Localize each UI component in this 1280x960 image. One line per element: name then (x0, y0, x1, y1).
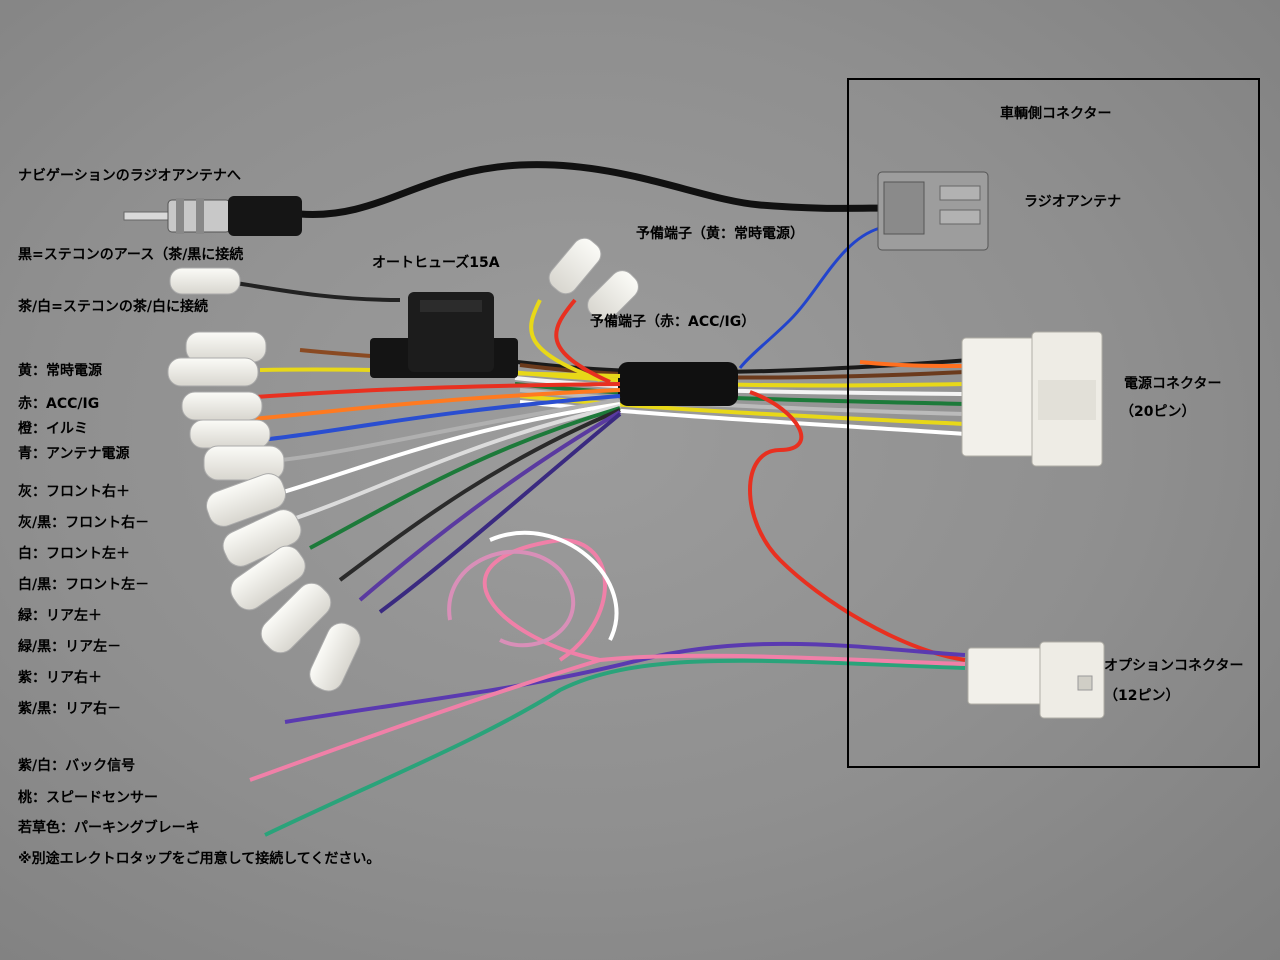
label-pink: 桃：スピードセンサー (18, 790, 158, 806)
fuse-holder (370, 292, 518, 378)
tape-wrap (618, 362, 738, 406)
option-connector (967, 641, 1105, 719)
label-power-pins: （20ピン） (1120, 404, 1196, 420)
label-navi-antenna: ナビゲーションのラジオアンテナへ (18, 168, 241, 184)
terminal-caps (167, 267, 361, 692)
label-radio-antenna: ラジオアンテナ (1024, 194, 1122, 210)
left-wires (229, 280, 622, 614)
antenna-cable (299, 161, 891, 218)
label-note: ※別途エレクトロタップをご用意して接続してください。 (18, 851, 381, 867)
vehicle-side-box (847, 78, 1260, 768)
label-brown-white: 茶/白=ステコンの茶/白に接続 (18, 299, 208, 315)
antenna-plug (123, 196, 302, 236)
label-light-green: 若草色：パーキングブレーキ (18, 820, 200, 836)
label-orange: 橙：イルミ (18, 421, 88, 437)
label-purple: 紫：リア右＋ (18, 670, 102, 686)
label-spare-yellow: 予備端子（黄：常時電源） (636, 226, 804, 242)
label-green-black: 緑/黒：リア左－ (18, 639, 122, 655)
blue-wire-to-antenna (738, 226, 881, 369)
label-red: 赤：ACC/IG (18, 396, 100, 412)
label-purple-black: 紫/黒：リア右－ (18, 701, 122, 717)
label-option-connector: オプションコネクター (1104, 658, 1244, 674)
label-white: 白：フロント左＋ (18, 546, 130, 562)
label-fuse: オートヒューズ15A (372, 255, 500, 271)
label-gray-black: 灰/黒：フロント右－ (18, 515, 150, 531)
label-gray: 灰：フロント右＋ (18, 484, 130, 500)
label-power-connector: 電源コネクター (1124, 376, 1222, 392)
spare-wires (529, 298, 611, 384)
label-vehicle-side: 車輌側コネクター (1000, 106, 1112, 122)
label-white-black: 白/黒：フロント左－ (18, 577, 150, 593)
power-connector (961, 331, 1103, 467)
label-green: 緑：リア左＋ (18, 608, 102, 624)
label-blue: 青：アンテナ電源 (18, 446, 130, 462)
label-black: 黒=ステコンのアース（茶/黒に接続 (18, 247, 244, 263)
label-yellow: 黄：常時電源 (18, 363, 102, 379)
option-wires (249, 390, 966, 837)
spare-terminals (548, 237, 639, 322)
label-spare-red: 予備端子（赤：ACC/IG） (590, 314, 756, 330)
antenna-connector (877, 171, 989, 251)
label-option-pins: （12ピン） (1104, 688, 1180, 704)
label-purple-white: 紫/白：バック信号 (18, 758, 136, 774)
